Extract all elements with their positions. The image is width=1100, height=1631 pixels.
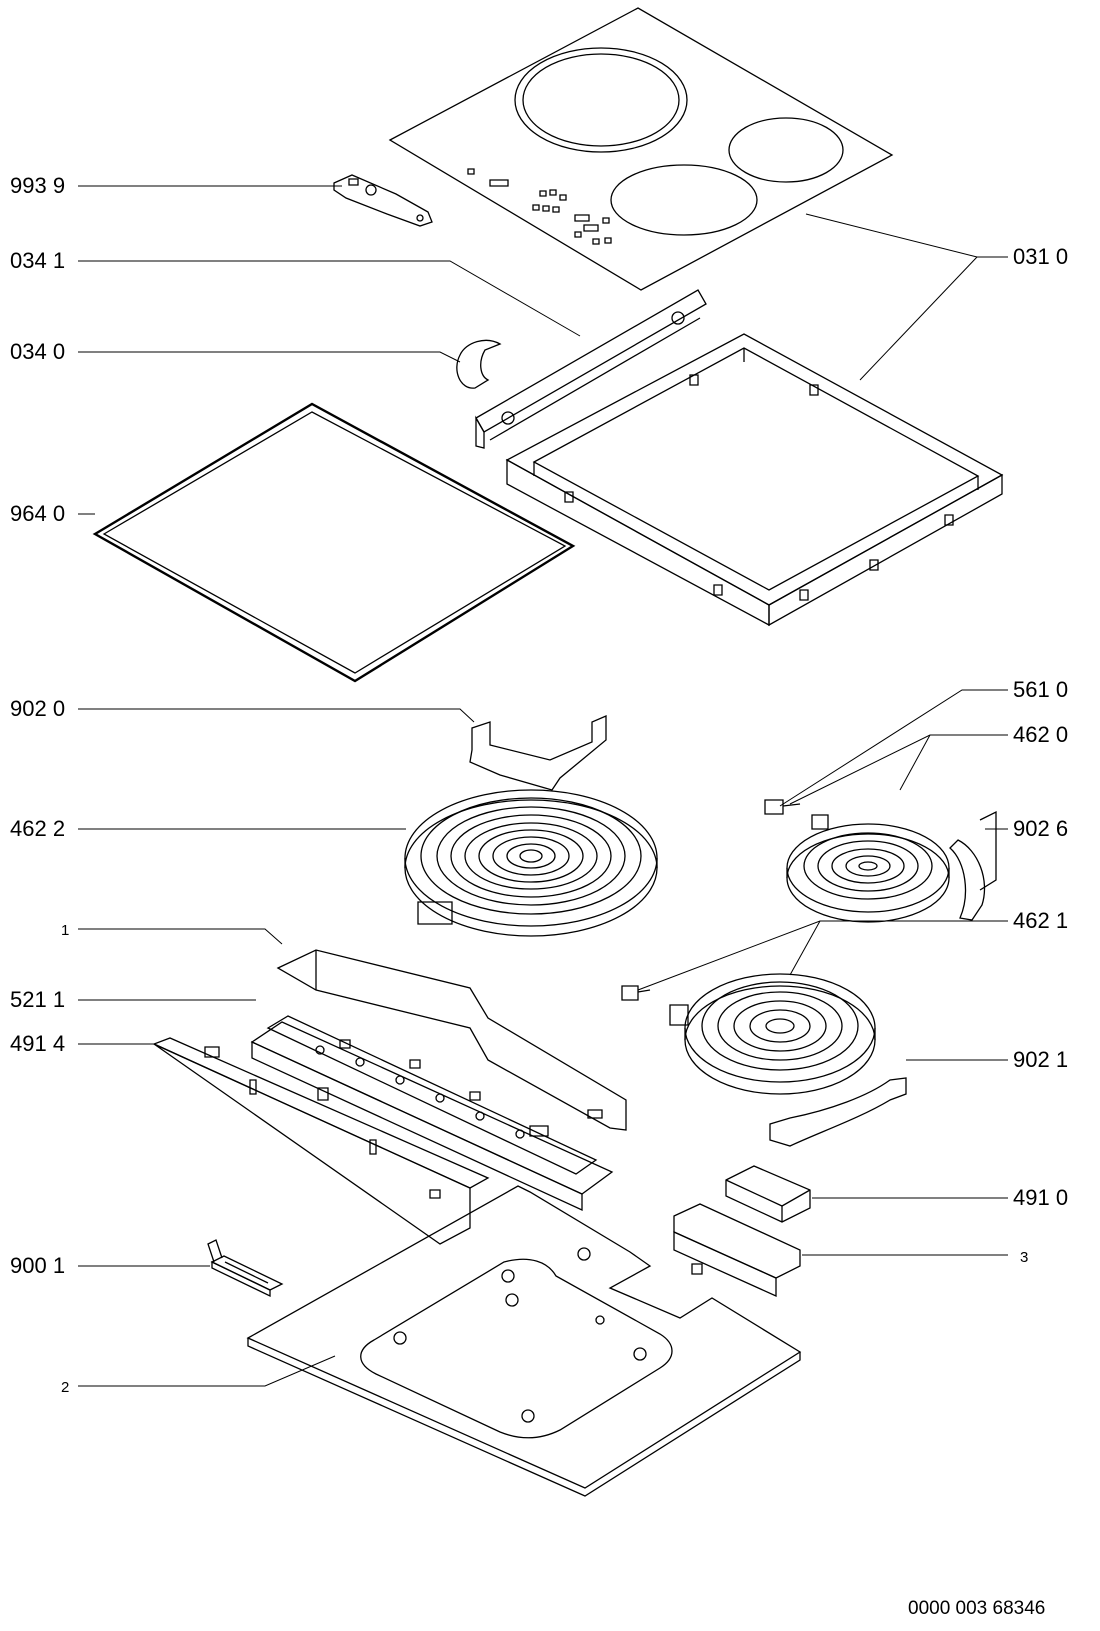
side-rail-0341 [476,290,706,448]
label-0341: 034 1 [10,248,66,273]
label-4620: 462 0 [1013,722,1069,747]
label-4622: 462 2 [10,816,66,841]
support-rail-1 [278,950,626,1130]
leader-lines [78,186,1008,1386]
bracket-9020 [470,716,606,790]
document-number: 0000 003 68346 [908,1598,1046,1619]
relay-4910 [726,1166,810,1222]
label-1: 1 [61,922,70,939]
base-plate-2 [248,1186,800,1496]
label-9640: 964 0 [10,501,66,526]
label-9001: 900 1 [10,1253,66,1278]
ceramic-glass-top [390,8,892,290]
control-board-5211 [252,1016,612,1210]
control-frame-4914 [154,1038,488,1244]
label-4914: 491 4 [10,1031,66,1056]
label-9021: 902 1 [1013,1047,1069,1072]
label-9026: 902 6 [1013,816,1069,841]
label-4621: 462 1 [1013,908,1069,933]
heater-4620 [787,815,949,922]
label-9939: 993 9 [10,173,66,198]
label-5211: 521 1 [10,987,66,1012]
bracket-9026 [950,812,996,920]
label-2: 2 [61,1379,70,1396]
bracket-9021 [770,1078,906,1146]
heater-4621 [670,974,875,1094]
switch-4621 [622,986,650,1000]
frame-0310 [507,334,1002,625]
label-3: 3 [1020,1249,1029,1266]
bracket-9939 [334,175,432,226]
label-4910: 491 0 [1013,1185,1069,1210]
clip-0340 [457,340,500,388]
heater-4622 [405,790,657,936]
label-9020: 902 0 [10,696,66,721]
thermostat-5610 [765,800,800,814]
gasket-9640 [95,404,573,681]
cable-clamp-9001 [208,1240,282,1296]
mounting-bracket-3 [674,1204,800,1296]
label-0340: 034 0 [10,339,66,364]
label-5610: 561 0 [1013,677,1069,702]
label-0310: 031 0 [1013,244,1069,269]
